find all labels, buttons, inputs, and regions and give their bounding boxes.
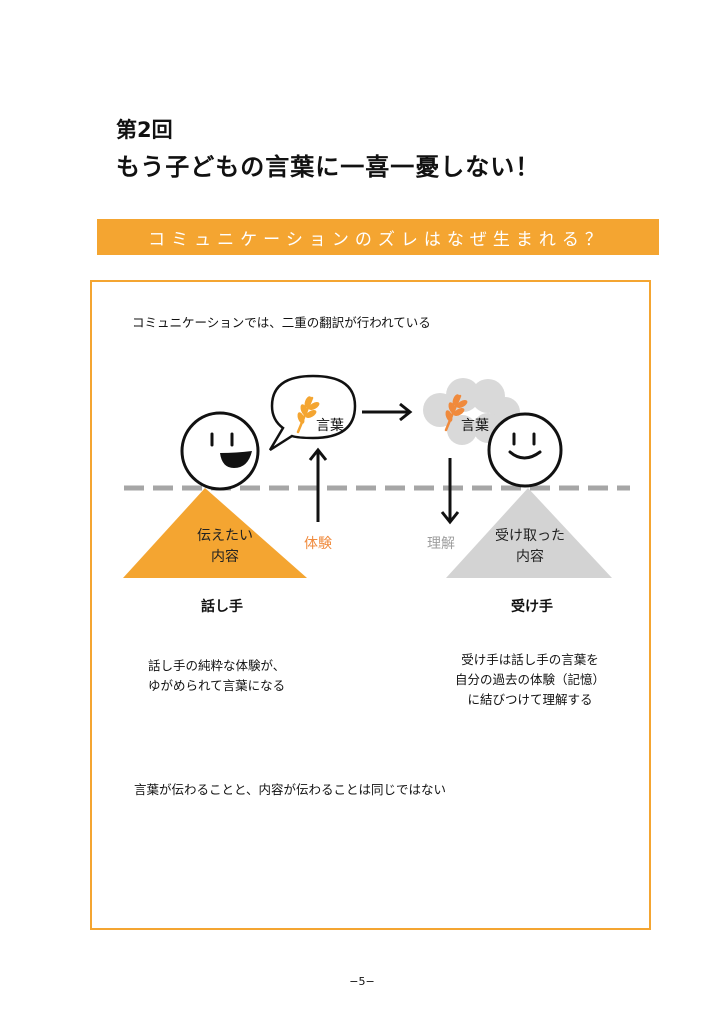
section-banner: コミュニケーションのズレはなぜ生まれる？ bbox=[97, 219, 659, 255]
arrow-down-icon bbox=[440, 458, 460, 525]
speaker-note-line2: ゆがめられて言葉になる bbox=[148, 678, 286, 693]
receiver-note-line2: 自分の過去の体験（記憶） bbox=[454, 672, 605, 687]
receiver-note-line1: 受け手は話し手の言葉を bbox=[461, 652, 599, 667]
speaker-triangle bbox=[123, 488, 307, 578]
speaker-note-line1: 話し手の純粋な体験が、 bbox=[148, 658, 286, 673]
understanding-label: 理解 bbox=[427, 536, 455, 552]
wheat-icon-faded bbox=[444, 394, 468, 432]
receiver-face-icon bbox=[487, 412, 563, 488]
speaker-triangle-line2: 内容 bbox=[211, 548, 239, 565]
section-banner-text: コミュニケーションのズレはなぜ生まれる？ bbox=[148, 229, 608, 250]
thought-cloud-word: 言葉 bbox=[461, 418, 489, 434]
speaker-face-icon bbox=[180, 411, 260, 491]
page-title: もう子どもの言葉に一喜一憂しない！ bbox=[116, 153, 541, 181]
receiver-triangle-line2: 内容 bbox=[516, 548, 544, 565]
receiver-note: 受け手は話し手の言葉を 自分の過去の体験（記憶） に結びつけて理解する bbox=[440, 650, 620, 710]
receiver-label: 受け手 bbox=[511, 598, 553, 615]
receiver-triangle-line1: 受け取った bbox=[495, 528, 565, 544]
speaker-label: 話し手 bbox=[201, 598, 243, 615]
intro-text: コミュニケーションでは、二重の翻訳が行われている bbox=[132, 315, 431, 330]
page-number: −5− bbox=[349, 975, 375, 988]
speaker-triangle-line1: 伝えたい bbox=[197, 528, 253, 544]
speaker-note: 話し手の純粋な体験が、 ゆがめられて言葉になる bbox=[148, 656, 285, 696]
experience-label: 体験 bbox=[304, 536, 332, 552]
arrow-up-icon bbox=[308, 447, 328, 522]
speech-bubble-word: 言葉 bbox=[316, 418, 344, 434]
receiver-triangle bbox=[446, 488, 612, 578]
receiver-note-line3: に結びつけて理解する bbox=[467, 692, 593, 707]
episode-label: 第2回 bbox=[116, 118, 173, 142]
arrow-right-icon bbox=[362, 402, 413, 422]
wheat-icon bbox=[296, 396, 320, 434]
content-frame bbox=[90, 280, 651, 930]
conclusion-text: 言葉が伝わることと、内容が伝わることは同じではない bbox=[134, 782, 447, 797]
